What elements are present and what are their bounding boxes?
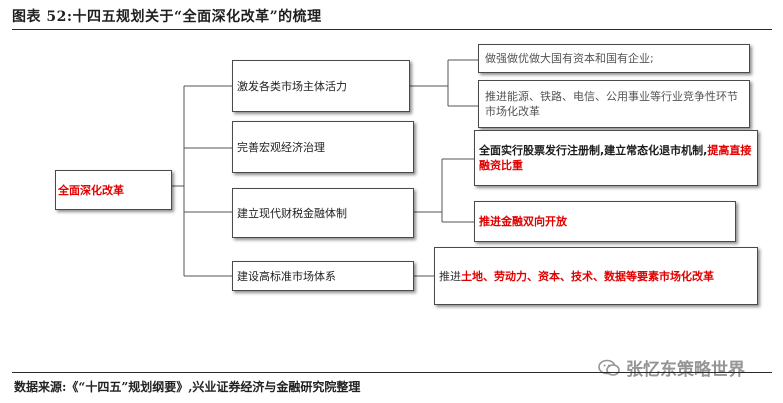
branch-label: 激发各类市场主体活力 xyxy=(237,79,347,93)
branch-fiscal-financial: 建立现代财税金融体制 xyxy=(232,188,414,238)
leaf-factor-market: 推进土地、劳动力、资本、技术、数据等要素市场化改革 xyxy=(434,247,758,305)
watermark-label: 张忆东策略世界 xyxy=(626,360,745,380)
leaf-label-prefix: 推进 xyxy=(439,269,461,283)
leaf-label: 推进金融双向开放 xyxy=(479,215,567,228)
branch-market-system: 建设高标准市场体系 xyxy=(232,261,414,291)
page-title: 图表 52:十四五规划关于“全面深化改革”的梳理 xyxy=(12,9,322,25)
leaf-label-red: 提高直接融资比重 xyxy=(479,144,752,172)
leaf-industry-reform: 推进能源、铁路、电信、公用事业等行业竞争性环节市场化改革 xyxy=(478,80,750,128)
leaf-financial-opening: 推进金融双向开放 xyxy=(474,201,736,242)
source-note: 数据来源:《“十四五”规划纲要》,兴业证券经济与金融研究院整理 xyxy=(14,380,361,394)
footer-divider xyxy=(12,372,772,373)
branch-macro-governance: 完善宏观经济治理 xyxy=(232,121,414,173)
leaf-stock-registration: 全面实行股票发行注册制,建立常态化退市机制,提高直接融资比重 xyxy=(474,130,758,186)
leaf-text: 全面实行股票发行注册制,建立常态化退市机制,提高直接融资比重 xyxy=(479,143,753,173)
root-label: 全面深化改革 xyxy=(58,183,124,197)
watermark: 张忆东策略世界 xyxy=(598,355,745,380)
branch-label: 完善宏观经济治理 xyxy=(237,140,325,154)
title-divider xyxy=(12,29,772,30)
leaf-text: 推进土地、劳动力、资本、技术、数据等要素市场化改革 xyxy=(439,269,714,284)
wechat-icon xyxy=(598,359,620,376)
branch-market-vitality: 激发各类市场主体活力 xyxy=(232,60,410,112)
leaf-label: 推进能源、铁路、电信、公用事业等行业竞争性环节市场化改革 xyxy=(485,90,738,118)
leaf-label-red: 土地、劳动力、资本、技术、数据等要素市场化改革 xyxy=(461,269,714,283)
leaf-label: 做强做优做大国有资本和国有企业; xyxy=(485,52,654,65)
root-node: 全面深化改革 xyxy=(55,170,172,210)
leaf-soe: 做强做优做大国有资本和国有企业; xyxy=(478,44,750,73)
branch-label: 建设高标准市场体系 xyxy=(237,269,336,283)
branch-label: 建立现代财税金融体制 xyxy=(237,206,347,220)
leaf-label-dark: 全面实行股票发行注册制,建立常态化退市机制, xyxy=(479,144,708,157)
